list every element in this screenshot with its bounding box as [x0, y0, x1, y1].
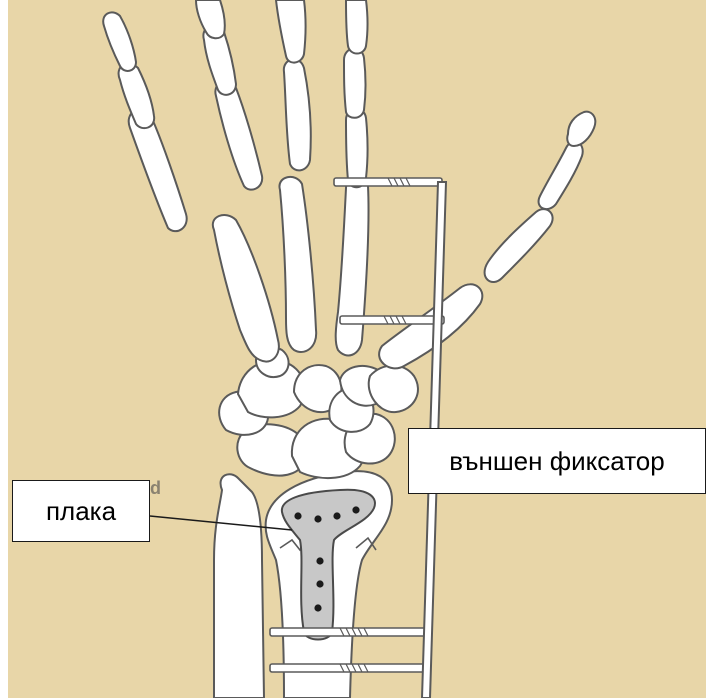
external-fixator-label-text: външен фиксатор — [449, 446, 664, 477]
screw-dot — [316, 557, 323, 564]
screw-dot — [294, 512, 301, 519]
ulna-bone — [214, 474, 264, 698]
fixator-pin — [334, 178, 442, 186]
screw-dot — [314, 515, 321, 522]
faint-text: d — [150, 478, 161, 498]
screw-dot — [352, 506, 359, 513]
fixator-pin — [270, 628, 426, 636]
plate-label-text: плака — [46, 496, 116, 527]
screw-dot — [333, 512, 340, 519]
fixator-pin — [340, 316, 444, 324]
external-fixator-label: външен фиксатор — [408, 428, 706, 494]
fixator-pin — [270, 664, 426, 672]
screw-dot — [314, 604, 321, 611]
screw-dot — [316, 580, 323, 587]
plate-label: плака — [12, 480, 150, 542]
